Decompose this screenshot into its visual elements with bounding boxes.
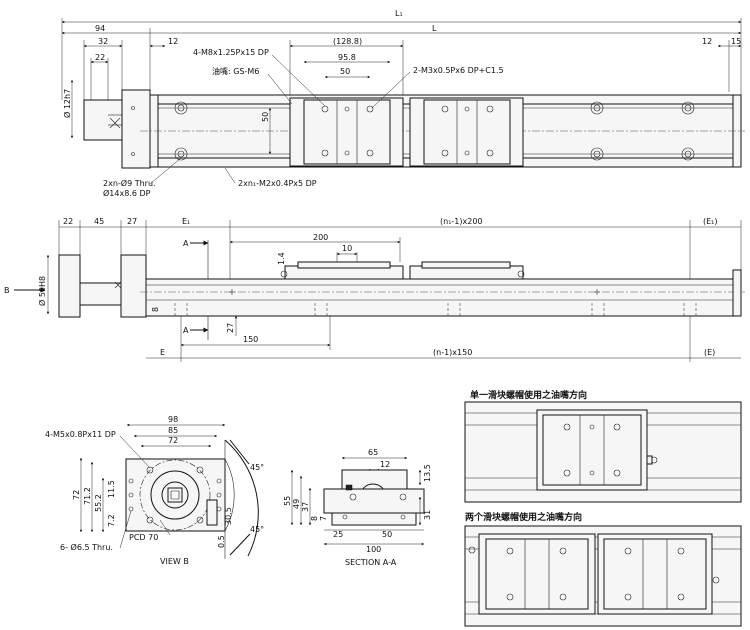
dim-L1: L₁ <box>395 9 403 18</box>
label-oil-nipple: 油嘴: GS-M6 <box>212 66 259 76</box>
dim-L: L <box>432 24 437 33</box>
dim-vb-71-2: 71.2 <box>83 487 92 505</box>
dim-sa-37: 37 <box>301 502 310 512</box>
dim-front-E-right: (E) <box>704 348 715 357</box>
dim-vb-55-2: 55.2 <box>94 494 103 512</box>
front-view: 22 45 27 E₁ (n₁-1)x200 (E₁) 200 10 1.4 A… <box>4 217 745 362</box>
dim-vb-85: 85 <box>168 426 178 435</box>
label-m2-thread: 2xn₁-M2x0.4Px5 DP <box>238 179 317 188</box>
dim-94: 94 <box>95 24 105 33</box>
dim-front-nx150: (n-1)x150 <box>433 348 472 357</box>
dim-sa-100: 100 <box>366 545 381 554</box>
dim-vb-98: 98 <box>168 415 178 424</box>
dim-12-right: 12 <box>702 37 712 46</box>
label-section-A-bottom: A <box>183 326 189 335</box>
dim-front-22: 22 <box>63 217 73 226</box>
view-b: 98 85 72 72 71.2 55.2 11.5 7.2 45° 45° 3… <box>45 415 264 566</box>
dim-sa-13-5: 13.5 <box>423 464 432 482</box>
label-m8-thread: 4-M8x1.25Px15 DP <box>193 48 269 57</box>
dim-sa-25: 25 <box>333 530 343 539</box>
dim-front-n1x200: (n₁-1)x200 <box>440 217 483 226</box>
dim-vb-72-vertical: 72 <box>72 490 81 500</box>
label-m3-thread: 2-M3x0.5Px6 DP+C1.5 <box>413 66 504 75</box>
slider-2 <box>409 97 524 167</box>
dim-vb-45-bottom: 45° <box>250 525 264 534</box>
label-section-A-top: A <box>183 239 189 248</box>
dim-front-27-vertical: 27 <box>226 323 235 333</box>
dim-50: 50 <box>340 67 350 76</box>
dim-front-E1-right: (E₁) <box>703 217 718 226</box>
dim-vb-72: 72 <box>168 436 178 445</box>
dim-vb-7-2: 7.2 <box>107 514 116 527</box>
dim-sa-49: 49 <box>292 499 301 509</box>
single-slider-title: 单一滑块螺帽使用之油嘴方向 <box>470 389 587 401</box>
hidden-bolt-holes <box>174 303 697 316</box>
dim-32: 32 <box>98 37 108 46</box>
dim-front-27: 27 <box>127 217 137 226</box>
label-pcd-70: PCD 70 <box>129 533 158 542</box>
label-m5-thread: 4-M5x0.8Px11 DP <box>45 430 116 439</box>
dim-128-8: (128.8) <box>333 37 362 46</box>
dim-front-1-4: 1.4 <box>277 252 286 265</box>
view-b-caption: VIEW B <box>160 557 189 566</box>
slider-1 <box>289 97 404 167</box>
double-slider-detail: 两个滑块螺帽使用之油嘴方向 <box>464 511 742 627</box>
label-thru-6-5: 6- Ø6.5 Thru. <box>60 542 113 552</box>
dim-vb-45-top: 45° <box>250 463 264 472</box>
label-thru-9: 2xn-Ø9 Thru. <box>103 178 156 188</box>
dim-50-vertical: 50 <box>261 112 270 122</box>
section-a-a-caption: SECTION A-A <box>345 558 397 567</box>
dim-shaft-diameter: Ø 12h7 <box>62 89 72 118</box>
dim-front-45: 45 <box>94 217 104 226</box>
dim-front-10: 10 <box>342 244 352 253</box>
dim-vb-11-5: 11.5 <box>107 480 116 498</box>
dim-vb-0-5: 0.5 <box>217 535 226 548</box>
dim-front-8: 8 <box>151 307 160 312</box>
mounting-holes <box>174 101 695 161</box>
dim-12-left: 12 <box>168 37 178 46</box>
double-slider-title: 两个滑块螺帽使用之油嘴方向 <box>465 511 582 523</box>
dim-front-E1: E₁ <box>182 217 190 226</box>
single-slider-detail: 单一滑块螺帽使用之油嘴方向 <box>464 389 742 503</box>
dim-sa-7: 7 <box>319 516 328 521</box>
dim-front-200: 200 <box>313 233 328 242</box>
section-a-a: 65 12 13.5 55 49 37 8 7 31 25 50 100 SEC… <box>283 448 432 567</box>
dim-sa-31: 31 <box>423 510 432 520</box>
dim-front-50H8: Ø 50H8 <box>37 276 47 306</box>
dim-sa-8: 8 <box>310 516 319 521</box>
dim-front-E: E <box>160 348 165 357</box>
dim-sa-50: 50 <box>382 530 392 539</box>
dim-vb-30-5: 30.5 <box>224 507 233 525</box>
label-view-B: B <box>4 286 10 295</box>
dim-front-150: 150 <box>243 335 258 344</box>
dim-22: 22 <box>95 53 105 62</box>
dim-95-8: 95.8 <box>338 53 356 62</box>
dim-sa-55: 55 <box>283 496 292 506</box>
top-view: L₁ 94 L 32 22 12 12 15 (128.8) 95.8 50 Ø… <box>61 9 745 198</box>
dim-15: 15 <box>731 37 741 46</box>
dim-sa-65: 65 <box>368 448 378 457</box>
dim-sa-12: 12 <box>380 460 390 469</box>
label-counterbore-14: Ø14x8.6 DP <box>103 188 151 198</box>
